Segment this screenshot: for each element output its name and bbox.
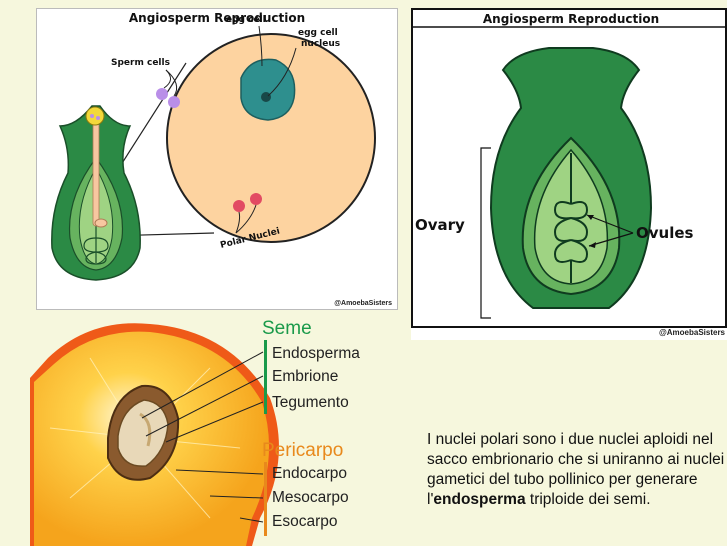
embrione-label: Embrione: [272, 368, 338, 385]
mesocarpo-label: Mesocarpo: [272, 489, 349, 506]
seme-title: Seme: [262, 318, 312, 339]
left-credit: @AmoebaSisters: [334, 300, 392, 307]
ovules: [555, 202, 587, 262]
egg-cell-nucleus-label-2: nucleus: [301, 39, 340, 49]
pericarpo-bar: [264, 462, 267, 536]
pollen-grain: [86, 107, 104, 125]
egg-cell-label: egg cell: [226, 15, 266, 25]
polar-nucleus: [250, 193, 262, 205]
endosperma-label: Endosperma: [272, 345, 360, 362]
egg-cell-nucleus: [261, 92, 271, 102]
right-ovary-diagram: Angiosperm Reproduction Ovary Ovules @Am…: [411, 8, 727, 328]
fruit-cross-section: Seme Endosperma Embrione Tegumento Peric…: [30, 318, 410, 546]
left-diagram-title: Angiosperm Reproduction: [129, 11, 305, 25]
ovules-label: Ovules: [636, 224, 694, 242]
ovary-label: Ovary: [415, 216, 465, 234]
egg-cell-nucleus-label-1: egg cell: [298, 28, 338, 38]
polar-nucleus: [233, 200, 245, 212]
pericarpo-title: Pericarpo: [262, 440, 343, 461]
sperm-cells-label: Sperm cells: [111, 58, 170, 68]
endocarpo-label: Endocarpo: [272, 465, 347, 482]
pollen-tube: [93, 108, 99, 226]
esocarpo-label: Esocarpo: [272, 513, 337, 530]
right-diagram-title: Angiosperm Reproduction: [483, 12, 659, 26]
right-credit-strip: @AmoebaSisters: [411, 328, 727, 340]
sperm-cell: [156, 88, 168, 100]
tegumento-label: Tegumento: [272, 394, 349, 411]
caption-part2: triploide dei semi.: [526, 491, 651, 508]
caption-text: I nuclei polari sono i due nuclei aploid…: [427, 430, 727, 510]
seme-bar: [264, 340, 267, 414]
sperm-cell: [168, 96, 180, 108]
egg-cell: [241, 59, 295, 120]
caption-bold: endosperma: [433, 491, 525, 508]
left-reproduction-diagram: Angiosperm Reproduction Sperm cells egg …: [36, 8, 398, 310]
